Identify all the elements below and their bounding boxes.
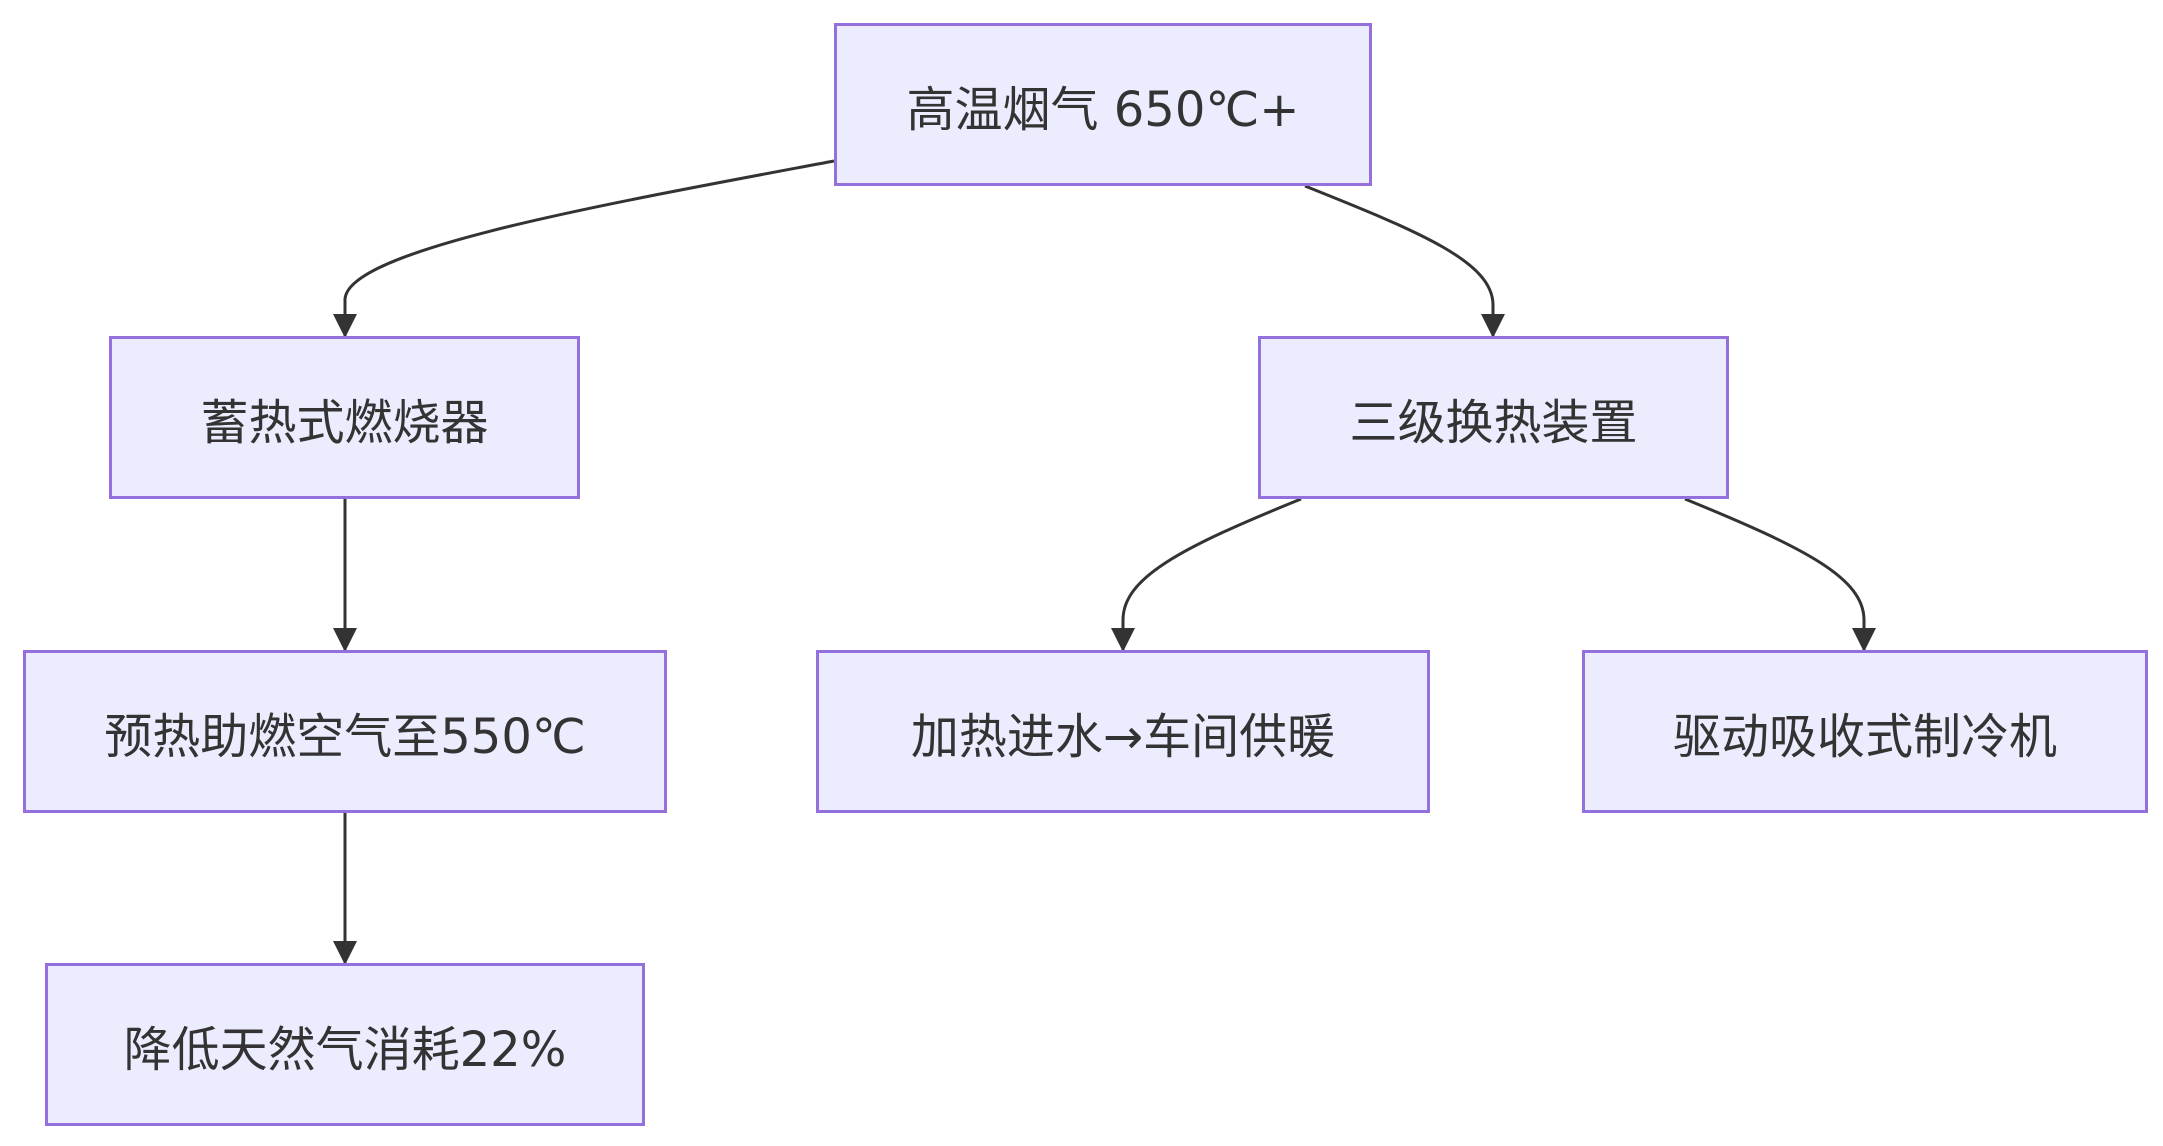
node-label: 驱动吸收式制冷机 [1672, 708, 2057, 765]
arrowhead-chiller [1852, 628, 1876, 652]
node-label: 降低天然气消耗22% [123, 1021, 567, 1078]
node-heating-water-workshop: 加热进水→车间供暖 [816, 650, 1430, 813]
node-preheat-combustion-air: 预热助燃空气至550℃ [23, 650, 667, 813]
node-label: 蓄热式燃烧器 [200, 394, 489, 451]
arrowhead-saving [333, 941, 357, 965]
node-absorption-chiller: 驱动吸收式制冷机 [1582, 650, 2148, 813]
node-gas-saving: 降低天然气消耗22% [45, 963, 645, 1126]
node-regenerative-burner: 蓄热式燃烧器 [109, 336, 580, 499]
node-label: 三级换热装置 [1349, 394, 1638, 451]
edge-top-to-burner [341, 159, 835, 337]
arrowhead-heating [1111, 628, 1135, 652]
arrowhead-exchanger [1481, 314, 1505, 338]
node-label: 加热进水→车间供暖 [910, 708, 1336, 765]
edge-top-to-exchanger [1304, 184, 1495, 336]
node-label: 高温烟气 650℃+ [906, 81, 1300, 138]
node-three-stage-heat-exchanger: 三级换热装置 [1258, 336, 1729, 499]
node-high-temp-flue-gas: 高温烟气 650℃+ [834, 23, 1372, 186]
arrowhead-burner [333, 314, 357, 338]
arrowhead-preheat [333, 628, 357, 652]
node-label: 预热助燃空气至550℃ [104, 708, 586, 765]
edge-exchanger-to-chiller [1684, 497, 1866, 650]
edge-exchanger-to-heating [1121, 497, 1302, 650]
